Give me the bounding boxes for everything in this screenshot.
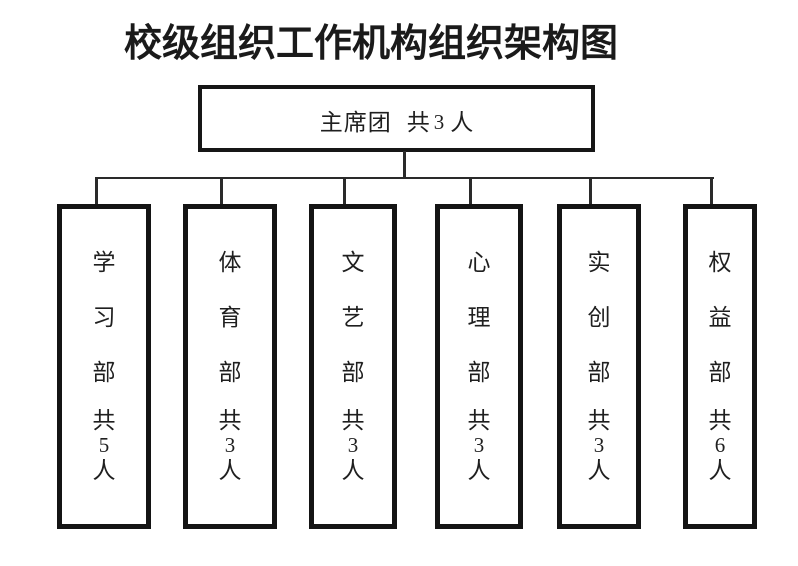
- root-label: 主席团: [319, 110, 392, 135]
- dept-name-char: 学: [92, 250, 116, 275]
- dept-name-char: 体: [218, 250, 242, 275]
- page-title: 校级组织工作机构组织架构图: [123, 23, 619, 65]
- connector-branch-arts: [343, 177, 346, 207]
- dept-count-unit: 人: [467, 458, 491, 483]
- dept-count-prefix: 共: [587, 408, 611, 433]
- dept-count-value: 3: [473, 433, 485, 457]
- dept-box-innovation: 实 创 部 共 3 人: [557, 204, 641, 529]
- dept-name-char: 艺: [341, 305, 365, 330]
- dept-count-unit: 人: [708, 458, 732, 483]
- dept-name-char: 部: [341, 360, 365, 385]
- dept-count-unit: 人: [218, 458, 242, 483]
- dept-name-char: 理: [467, 305, 491, 330]
- dept-name-char: 部: [218, 360, 242, 385]
- dept-count-unit: 人: [92, 458, 116, 483]
- root-count-prefix: 共: [406, 110, 430, 135]
- dept-name-char: 文: [341, 250, 365, 275]
- dept-box-psychology: 心 理 部 共 3 人: [435, 204, 523, 529]
- dept-name-char: 部: [467, 360, 491, 385]
- dept-name-char: 益: [708, 305, 732, 330]
- connector-horizontal-rail: [95, 177, 714, 179]
- dept-name-char: 育: [218, 305, 242, 330]
- dept-count-unit: 人: [341, 458, 365, 483]
- dept-count-prefix: 共: [467, 408, 491, 433]
- dept-name-char: 创: [587, 305, 611, 330]
- dept-count-unit: 人: [587, 458, 611, 483]
- connector-branch-psychology: [469, 177, 472, 207]
- dept-count-value: 3: [224, 433, 236, 457]
- dept-box-rights: 权 益 部 共 6 人: [683, 204, 757, 529]
- dept-count-value: 5: [98, 433, 110, 457]
- connector-root-stem: [403, 151, 406, 179]
- root-count-unit: 人: [450, 110, 474, 135]
- dept-count-value: 3: [347, 433, 359, 457]
- dept-count-value: 3: [593, 433, 605, 457]
- dept-box-sports: 体 育 部 共 3 人: [183, 204, 277, 529]
- connector-branch-innovation: [589, 177, 592, 207]
- dept-name-char: 权: [708, 250, 732, 275]
- dept-box-study: 学 习 部 共 5 人: [57, 204, 151, 529]
- dept-name-char: 部: [708, 360, 732, 385]
- dept-name-char: 心: [467, 250, 491, 275]
- dept-name-char: 实: [587, 250, 611, 275]
- dept-name-char: 部: [587, 360, 611, 385]
- connector-branch-rights: [710, 177, 713, 207]
- connector-branch-study: [95, 177, 98, 207]
- connector-branch-sports: [220, 177, 223, 207]
- dept-count-prefix: 共: [708, 408, 732, 433]
- dept-name-char: 部: [92, 360, 116, 385]
- root-box-presidium: 主席团 共 3 人: [198, 85, 595, 152]
- dept-count-prefix: 共: [92, 408, 116, 433]
- dept-name-char: 习: [92, 305, 116, 330]
- root-count-value: 3: [433, 110, 445, 134]
- dept-box-arts: 文 艺 部 共 3 人: [309, 204, 397, 529]
- dept-count-prefix: 共: [218, 408, 242, 433]
- dept-count-value: 6: [714, 433, 726, 457]
- dept-count-prefix: 共: [341, 408, 365, 433]
